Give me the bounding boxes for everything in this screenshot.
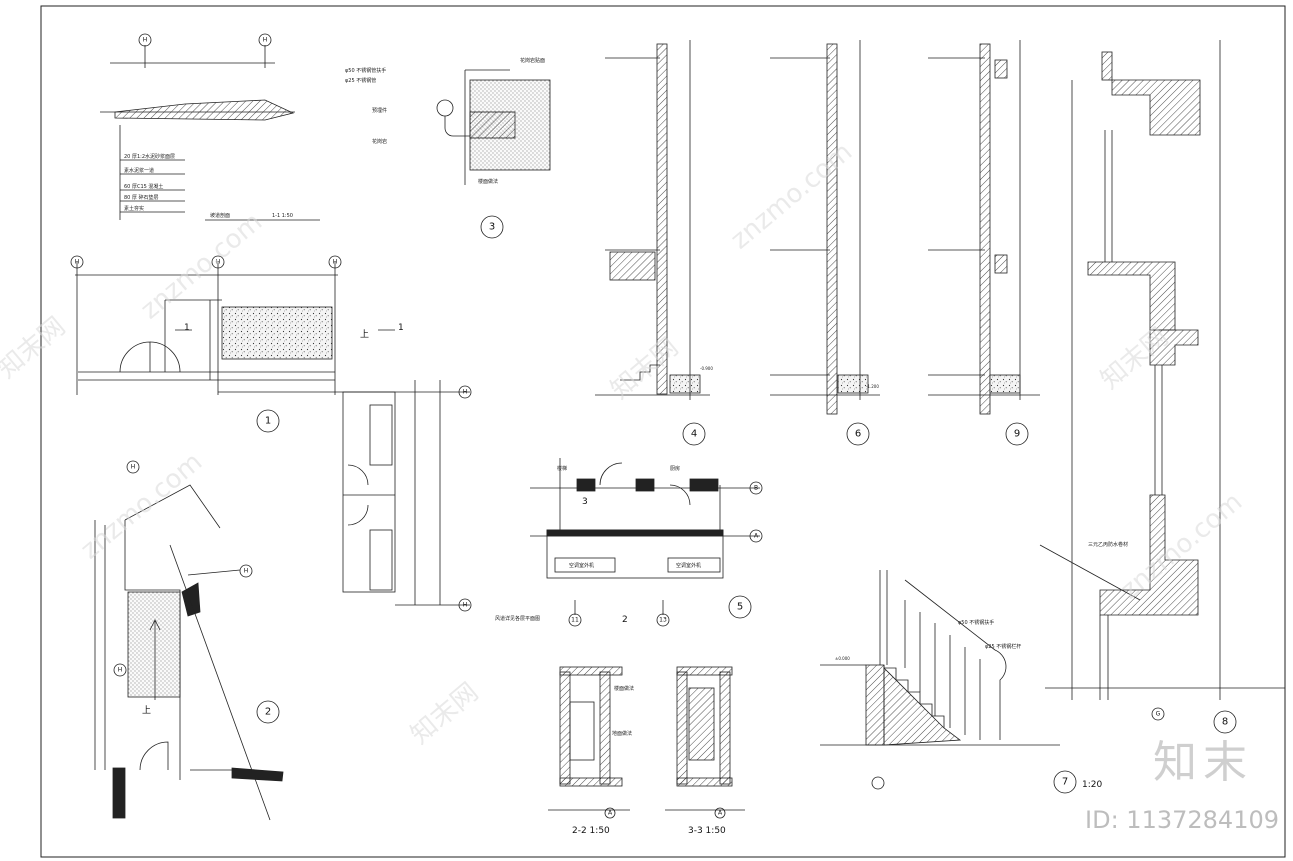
axis-label: H: [244, 568, 249, 575]
detail-scale: 1:20: [1082, 780, 1102, 790]
section-title: 3-3 1:50: [688, 826, 726, 836]
handrail-note: 预埋件: [372, 107, 387, 114]
detail-callout-6: 6: [855, 429, 861, 440]
handrail-note-right: 花岗岩贴面: [520, 57, 545, 64]
axis-label: H: [463, 602, 468, 609]
svg-text:知末网: 知末网: [605, 332, 684, 405]
room-label: 空调室外机: [569, 562, 594, 569]
section-title: 2-2 1:50: [572, 826, 610, 836]
stair-section-7: [820, 570, 1077, 794]
elevation-mark: -0.900: [700, 366, 713, 371]
axis-label: G: [1156, 711, 1161, 718]
axis-label: H: [216, 259, 221, 266]
axis-label: H: [131, 464, 136, 471]
ramp-note: 素土夯实: [124, 205, 144, 212]
wall-section-6: [770, 40, 880, 446]
section-title: 坡道剖面: [210, 212, 230, 219]
section-mark: 1: [184, 323, 190, 333]
plan-number: 2: [622, 615, 628, 625]
detail-callout-7: 7: [1062, 777, 1068, 788]
handrail-detail-3: [436, 69, 551, 239]
wall-section-4: [595, 40, 710, 446]
axis-label: A: [608, 810, 613, 817]
section-note: 楼面做法: [614, 685, 634, 692]
ramp-note: 60 厚C15 混凝土: [124, 183, 163, 190]
detail-callout-1: 1: [265, 416, 271, 427]
room-label: 厨房: [670, 465, 680, 472]
image-id-label: ID: 1137284109: [1085, 806, 1279, 834]
plan-detail-1: [70, 255, 470, 433]
watermark-layer: 知末网 znzmo.com znzmo.com 知末网 知末网 znzmo.co…: [0, 137, 1248, 750]
stair-up-label: 上: [142, 705, 151, 716]
svg-text:知末网: 知末网: [0, 312, 71, 385]
wall-section-9: [928, 40, 1040, 446]
vent-note: 风道详见各层平面图: [495, 615, 540, 622]
ramp-note: 80 厚 碎石垫层: [124, 194, 159, 201]
waterproof-note: 三元乙丙防水卷材: [1088, 541, 1128, 548]
detail-callout-4: 4: [691, 429, 697, 440]
axis-label: A: [718, 810, 723, 817]
brand-logo: 知末: [1153, 737, 1253, 788]
svg-text:znzmo.com: znzmo.com: [725, 137, 858, 255]
section-scale: 1-1 1:50: [272, 213, 293, 219]
axis-label: H: [143, 37, 148, 44]
section-3-3: [665, 666, 745, 819]
rail-note: φ25 不锈钢栏杆: [985, 643, 1021, 650]
section-mark: 1: [398, 323, 404, 333]
svg-text:知末网: 知末网: [405, 677, 484, 750]
elevation-mark: -1.200: [866, 384, 879, 389]
sheet-border: [40, 5, 1286, 858]
axis-label: H: [333, 259, 338, 266]
ramp-note: 素水泥浆一道: [124, 167, 154, 174]
room-label: 楼梯: [557, 465, 567, 472]
elevation-mark: ±0.000: [835, 656, 850, 661]
handrail-note: φ50 不锈钢管扶手: [345, 67, 386, 74]
section-2-2: [548, 666, 630, 819]
axis-label: 13: [659, 617, 667, 624]
plan-detail-2: [94, 460, 284, 821]
handrail-note: 花岗岩: [372, 138, 387, 145]
wall-section-8: [1039, 40, 1285, 734]
plan-number: 3: [582, 497, 588, 507]
handrail-note: 楼面做法: [478, 178, 498, 185]
axis-label: 11: [571, 617, 579, 624]
ramp-section-1-1: [100, 33, 320, 221]
detail-callout-8: 8: [1222, 717, 1228, 728]
detail-callout-3: 3: [489, 222, 495, 233]
detail-callout-5: 5: [737, 602, 743, 613]
axis-label: H: [118, 667, 123, 674]
axis-label: A: [754, 533, 759, 540]
axis-label: H: [463, 389, 468, 396]
axis-label: H: [75, 259, 80, 266]
plan-door-strip: [342, 380, 472, 612]
handrail-note: φ25 不锈钢管: [345, 77, 376, 84]
detail-callout-9: 9: [1014, 429, 1020, 440]
stair-up-label: 上: [360, 329, 369, 340]
ramp-note: 20 厚1:2水泥砂浆面层: [124, 153, 175, 160]
room-label: 空调室外机: [676, 562, 701, 569]
detail-callout-2: 2: [265, 707, 271, 718]
section-note: 地面做法: [612, 730, 632, 737]
plan-detail-5: [530, 458, 763, 627]
axis-label: B: [754, 485, 758, 492]
axis-label: H: [263, 37, 268, 44]
svg-text:znzmo.com: znzmo.com: [75, 447, 208, 565]
rail-note: φ50 不锈钢扶手: [958, 619, 994, 626]
